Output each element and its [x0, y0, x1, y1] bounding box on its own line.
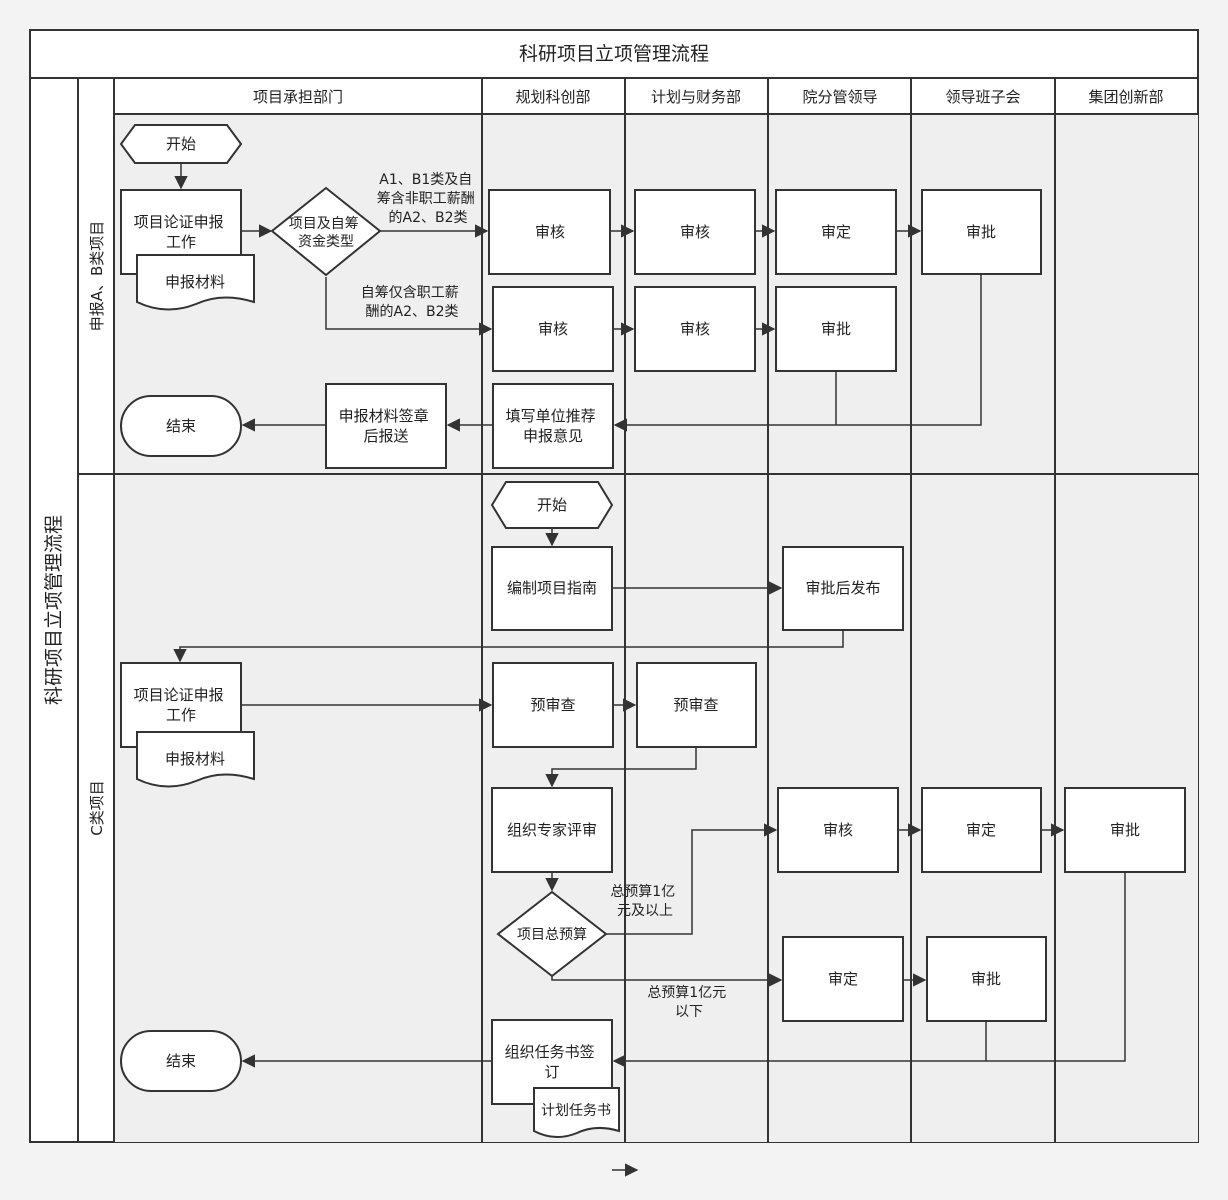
edge-ab-approve-fill	[613, 274, 982, 432]
node-c-decide2: 审定	[782, 936, 904, 1022]
svg-text:审核: 审核	[680, 320, 710, 338]
node-c-end: 结束	[120, 1030, 242, 1092]
node-ab-review4: 审核	[634, 286, 756, 372]
node-ab-review1: 审核	[488, 189, 611, 275]
svg-text:计划任务书: 计划任务书	[541, 1103, 611, 1119]
svg-text:编制项目指南: 编制项目指南	[507, 579, 597, 597]
node-ab-send: 申报材料签章 后报送	[325, 383, 447, 469]
edge-c-approve-sign	[612, 873, 1126, 1068]
edge-c-budget-decide2	[551, 973, 783, 987]
column-header-group-innovation: 集团创新部	[1088, 88, 1163, 106]
node-c-approve2: 审批	[926, 936, 1047, 1022]
node-ab-decision: 项目及自筹 资金类型	[270, 186, 382, 277]
svg-text:审定: 审定	[828, 970, 858, 988]
node-ab-start: 开始	[119, 124, 243, 164]
page-title: 科研项目立项管理流程	[519, 43, 709, 65]
edge-label-ab-lower: 自筹仅含职工薪 酬的A2、B2类	[361, 284, 463, 320]
svg-text:审核: 审核	[823, 821, 853, 839]
node-c-review: 审核	[777, 787, 899, 873]
node-ab-approve: 审批	[921, 189, 1042, 275]
node-c-decide: 审定	[921, 787, 1042, 873]
row-header-c-projects: C类项目	[88, 780, 106, 835]
edges	[173, 164, 1126, 1068]
node-c-pre2: 预审查	[636, 662, 757, 748]
svg-text:项目总预算: 项目总预算	[517, 927, 587, 943]
node-c-budget: 项目总预算	[496, 890, 608, 978]
node-c-pre1: 预审查	[492, 662, 614, 748]
svg-text:审批: 审批	[821, 320, 851, 338]
svg-text:项目论证申报 工作: 项目论证申报 工作	[134, 686, 229, 724]
column-header-institute-leader: 院分管领导	[802, 88, 877, 106]
svg-text:预审查: 预审查	[673, 696, 718, 714]
node-ab-review2: 审核	[634, 189, 756, 275]
node-ab-fill: 填写单位推荐 申报意见	[492, 383, 614, 469]
node-c-doc: 申报材料	[136, 731, 255, 788]
svg-text:申报材料: 申报材料	[165, 273, 225, 291]
node-ab-end: 结束	[120, 395, 242, 457]
edge-label-c-low: 总预算1亿元 以下	[647, 985, 730, 1020]
svg-text:审核: 审核	[538, 320, 568, 338]
node-c-start: 开始	[490, 481, 614, 529]
svg-text:项目论证申报 工作: 项目论证申报 工作	[134, 213, 229, 251]
node-c-expert: 组织专家评审	[491, 787, 613, 873]
svg-text:组织任务书签 订: 组织任务书签 订	[505, 1043, 600, 1081]
svg-text:申报材料: 申报材料	[165, 750, 225, 768]
column-header-leadership-meeting: 领导班子会	[945, 88, 1020, 106]
svg-text:填写单位推荐 申报意见: 填写单位推荐 申报意见	[506, 407, 601, 445]
svg-text:结束: 结束	[166, 417, 196, 435]
svg-text:开始: 开始	[166, 135, 196, 153]
node-ab-approve2: 审批	[775, 286, 897, 372]
svg-text:审定: 审定	[821, 223, 851, 241]
svg-text:开始: 开始	[537, 496, 567, 514]
side-title: 科研项目立项管理流程	[43, 515, 65, 705]
svg-text:审核: 审核	[535, 223, 565, 241]
column-header-undertaking-dept: 项目承担部门	[253, 88, 343, 106]
node-ab-review3: 审核	[492, 286, 614, 372]
column-header-plan-finance: 计划与财务部	[651, 88, 741, 106]
node-ab-decide: 审定	[775, 189, 897, 275]
edge-label-c-high: 总预算1亿 元及以上	[610, 884, 679, 919]
row-header-ab-projects: 申报A、B类项目	[88, 221, 106, 332]
svg-text:申报材料签章 后报送: 申报材料签章 后报送	[339, 407, 434, 445]
node-c-approve: 审批	[1064, 787, 1186, 873]
edge-ab-decision-review3	[325, 277, 493, 336]
edge-c-pre2-expert	[545, 747, 697, 788]
node-c-publish: 审批后发布	[782, 546, 904, 631]
node-ab-doc: 申报材料	[136, 254, 255, 311]
svg-text:预审查: 预审查	[530, 696, 575, 714]
node-c-plan-doc: 计划任务书	[533, 1087, 620, 1138]
svg-text:项目及自筹 资金类型: 项目及自筹 资金类型	[289, 215, 363, 250]
svg-text:审核: 审核	[680, 223, 710, 241]
edge-label-ab-upper: A1、B1类及自 筹含非职工薪酬 的A2、B2类	[377, 172, 479, 226]
edge-c-publish-demo	[173, 630, 844, 663]
edge-c-budget-review	[606, 823, 778, 935]
svg-text:审定: 审定	[966, 821, 996, 839]
svg-text:审批: 审批	[966, 223, 996, 241]
svg-text:组织专家评审: 组织专家评审	[507, 821, 597, 839]
node-c-guide: 编制项目指南	[491, 546, 613, 631]
svg-text:审批: 审批	[1110, 821, 1140, 839]
svg-text:审批后发布: 审批后发布	[805, 579, 880, 597]
svg-text:审批: 审批	[971, 970, 1001, 988]
column-header-planning-innovation: 规划科创部	[515, 88, 590, 106]
svg-text:结束: 结束	[166, 1052, 196, 1070]
